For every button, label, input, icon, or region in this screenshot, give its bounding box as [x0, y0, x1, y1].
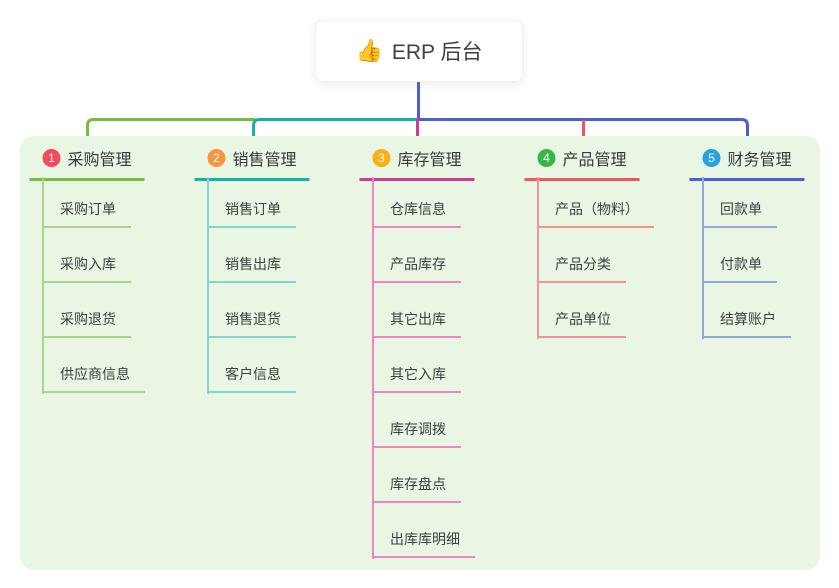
child-node-warehouse-info[interactable]: 仓库信息 — [372, 198, 461, 228]
child-node-product-material[interactable]: 产品（物料） — [537, 198, 654, 228]
child-node-product-unit[interactable]: 产品单位 — [537, 308, 626, 338]
child-node-purchase-return[interactable]: 采购退货 — [42, 308, 131, 338]
child-node-supplier-info[interactable]: 供应商信息 — [42, 363, 145, 393]
branch-trunk-line — [702, 177, 704, 339]
child-node-settlement-account[interactable]: 结算账户 — [702, 308, 791, 338]
child-node-sales-return[interactable]: 销售退货 — [207, 308, 296, 338]
branch-node-finance[interactable]: 5 财务管理 — [689, 142, 805, 181]
branch-number-badge: 3 — [372, 149, 391, 167]
branch-label: 库存管理 — [397, 152, 462, 169]
branch-label: 销售管理 — [232, 152, 297, 169]
child-node-outbound-details[interactable]: 出库库明细 — [372, 528, 475, 558]
child-node-sales-order[interactable]: 销售订单 — [207, 198, 296, 228]
branch-label: 财务管理 — [727, 152, 792, 169]
branch-number-badge: 2 — [207, 149, 226, 167]
branch-node-purchase[interactable]: 1 采购管理 — [29, 142, 145, 181]
child-node-purchase-order[interactable]: 采购订单 — [42, 198, 131, 228]
branch-node-inventory[interactable]: 3 库存管理 — [359, 142, 475, 181]
branch-node-sales[interactable]: 2 销售管理 — [194, 142, 310, 181]
mindmap-panel: 1 采购管理 采购订单 采购入库 采购退货 供应商信息 2 销售管理 销售订单 … — [20, 136, 820, 570]
branch-trunk-line — [537, 177, 539, 339]
child-node-sales-outbound[interactable]: 销售出库 — [207, 253, 296, 283]
child-node-stock-transfer[interactable]: 库存调拨 — [372, 418, 461, 448]
branch-trunk-line — [207, 177, 209, 394]
branch-node-product[interactable]: 4 产品管理 — [524, 142, 640, 181]
branch-number-badge: 4 — [537, 149, 556, 167]
branch-trunk-line — [42, 177, 44, 394]
branch-number-badge: 5 — [702, 149, 721, 167]
branch-label: 产品管理 — [562, 152, 627, 169]
child-node-payment-bill[interactable]: 付款单 — [702, 253, 777, 283]
child-node-stock-check[interactable]: 库存盘点 — [372, 473, 461, 503]
child-node-receipt-bill[interactable]: 回款单 — [702, 198, 777, 228]
branch-label: 采购管理 — [67, 152, 132, 169]
root-node-label: ERP 后台 — [391, 41, 483, 64]
child-node-product-category[interactable]: 产品分类 — [537, 253, 626, 283]
thumbs-up-icon: 👍 — [355, 38, 383, 63]
child-node-customer-info[interactable]: 客户信息 — [207, 363, 296, 393]
root-node[interactable]: 👍 ERP 后台 — [315, 20, 523, 82]
child-node-other-inbound[interactable]: 其它入库 — [372, 363, 461, 393]
child-node-purchase-inbound[interactable]: 采购入库 — [42, 253, 131, 283]
branch-number-badge: 1 — [42, 149, 61, 167]
child-node-other-outbound[interactable]: 其它出库 — [372, 308, 461, 338]
child-node-product-stock[interactable]: 产品库存 — [372, 253, 461, 283]
branch-trunk-line — [372, 177, 374, 559]
